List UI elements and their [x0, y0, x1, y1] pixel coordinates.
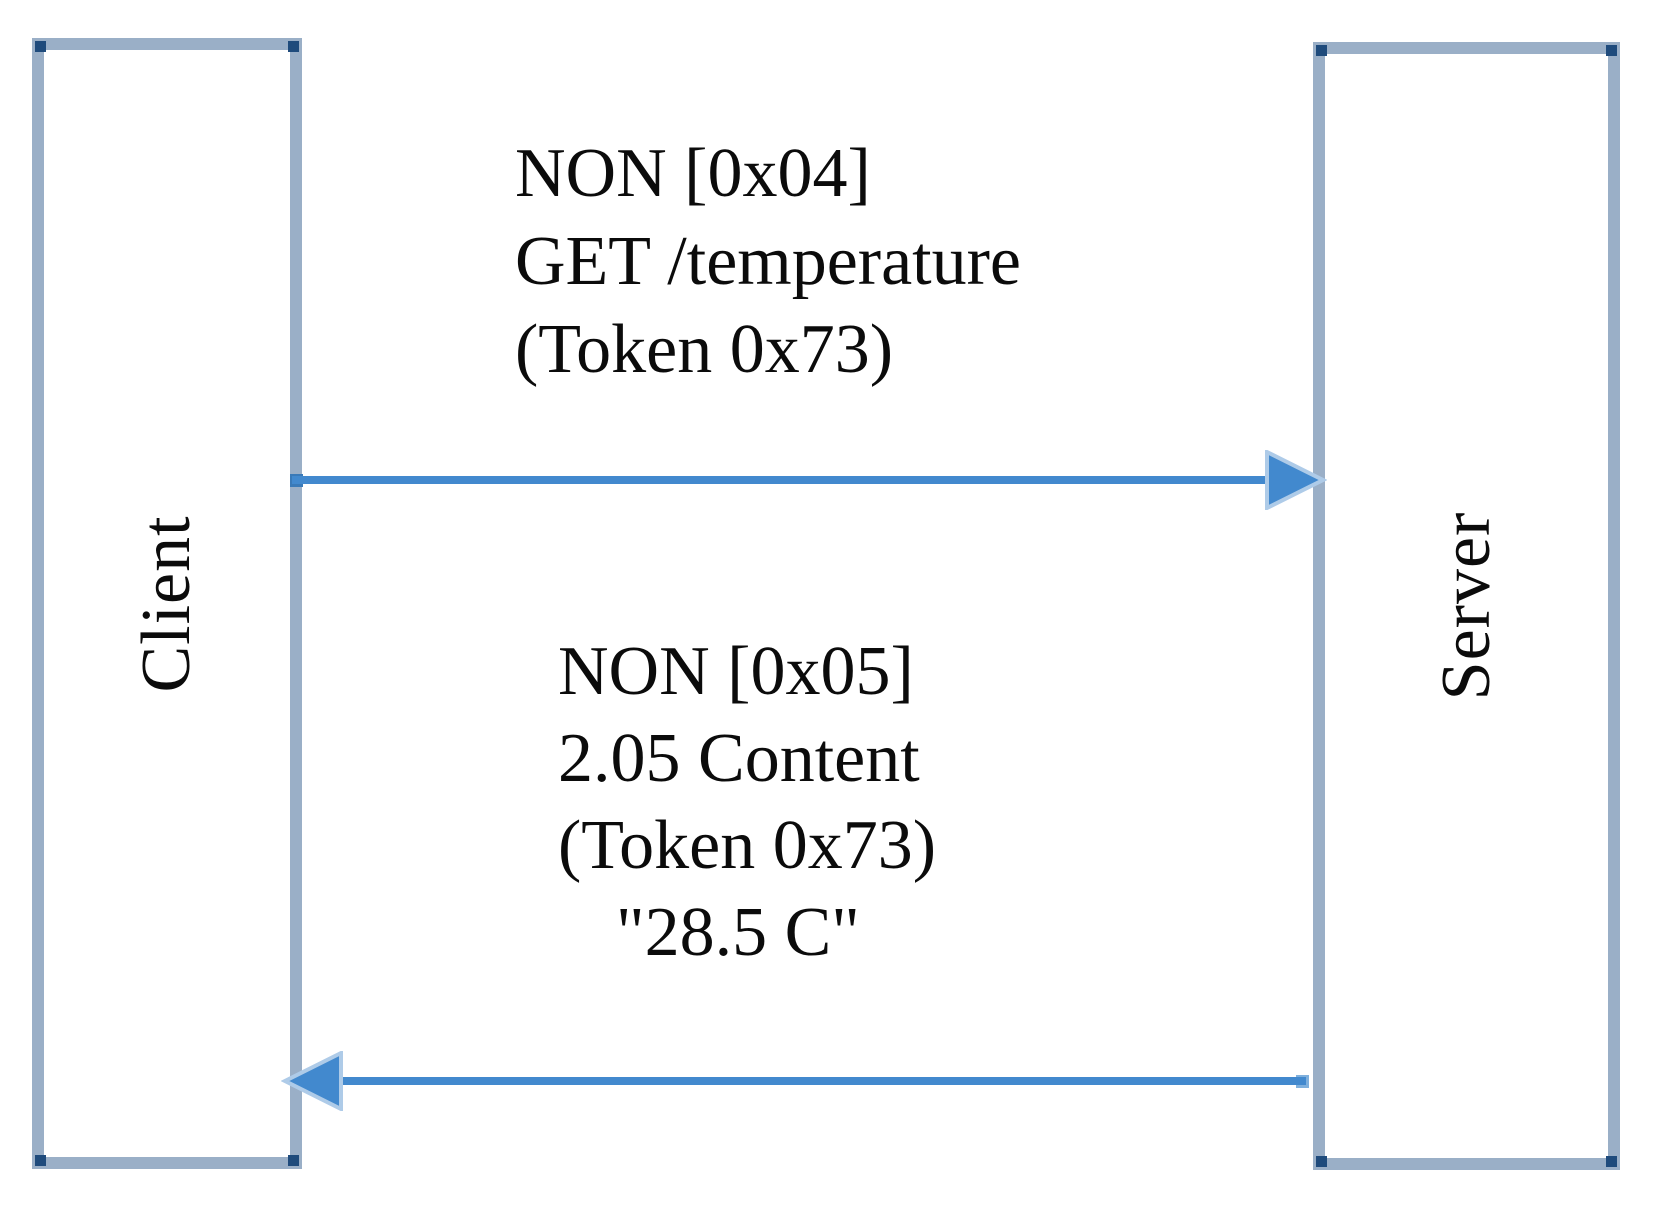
- anchor-dot: [288, 41, 299, 52]
- request-message-line: NON [0x04]: [515, 135, 871, 212]
- request-message-line: GET /temperature: [515, 223, 1021, 300]
- request-message-text: NON [0x04] GET /temperature (Token 0x73): [515, 130, 1021, 394]
- response-message-line: (Token 0x73): [558, 807, 937, 884]
- anchor-dot: [1316, 45, 1327, 56]
- response-arrow-line: [337, 1077, 1306, 1085]
- server-lifeline-box: Server: [1313, 42, 1620, 1170]
- client-label: Client: [128, 514, 205, 693]
- anchor-dot: [35, 1155, 46, 1166]
- response-message-line: "28.5 C": [616, 894, 860, 971]
- anchor-dot: [1606, 1156, 1617, 1167]
- response-message-line: NON [0x05]: [558, 633, 914, 710]
- right-arrowhead-icon: [1265, 450, 1327, 510]
- anchor-dot: [35, 41, 46, 52]
- request-message-line: (Token 0x73): [515, 311, 894, 388]
- client-lifeline-box: Client: [32, 38, 302, 1169]
- response-message-line: 2.05 Content: [558, 720, 920, 797]
- anchor-dot: [288, 1155, 299, 1166]
- left-arrowhead-icon: [281, 1051, 343, 1111]
- anchor-dot: [1316, 1156, 1327, 1167]
- anchor-dot: [1606, 45, 1617, 56]
- server-label: Server: [1427, 511, 1505, 701]
- response-message-text: NON [0x05] 2.05 Content (Token 0x73) "28…: [558, 628, 936, 976]
- request-arrow-line: [292, 476, 1274, 484]
